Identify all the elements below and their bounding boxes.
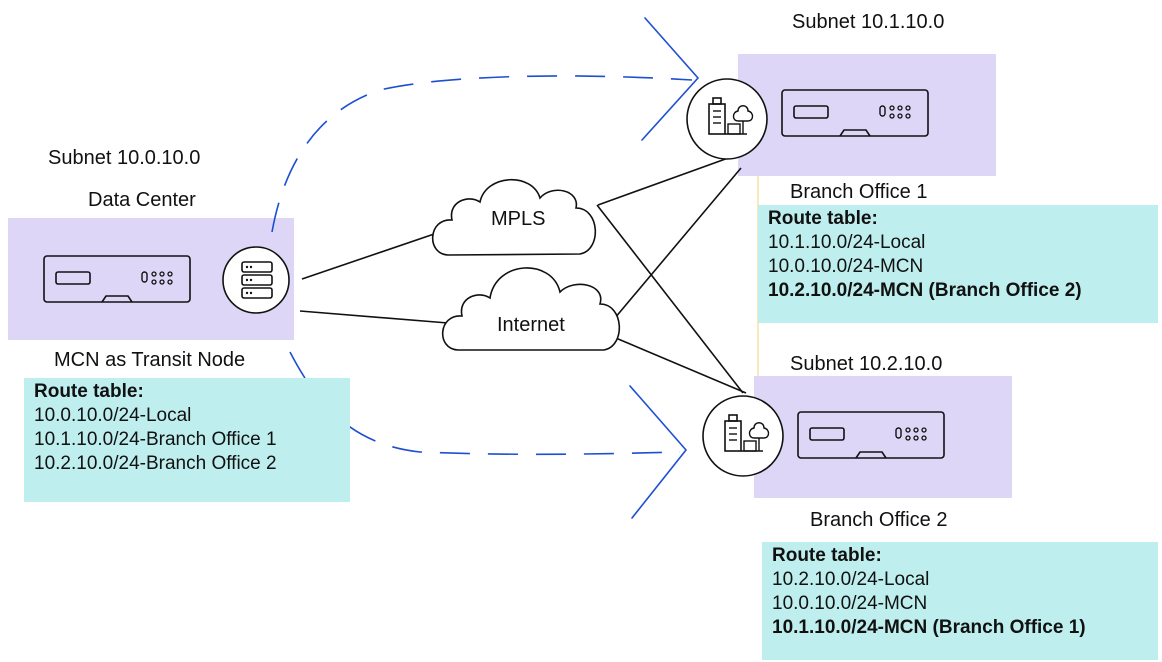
route-table-row: 10.2.10.0/24-MCN (Branch Office 2) xyxy=(768,280,1082,301)
building-icon xyxy=(702,395,784,477)
branch2-route-table: Route table: 10.2.10.0/24-Local 10.0.10.… xyxy=(762,542,1158,660)
route-table-title: Route table: xyxy=(768,208,878,229)
branch2-subnet-label: Subnet 10.2.10.0 xyxy=(790,353,943,375)
route-table-row: 10.1.10.0/24-Local xyxy=(768,232,926,253)
branch2-panel xyxy=(754,376,1012,498)
mpls-cloud xyxy=(431,178,597,256)
datacenter-appliance xyxy=(43,255,191,303)
datacenter-name-label: Data Center xyxy=(88,189,196,211)
branch1-appliance xyxy=(781,89,929,137)
branch1-panel xyxy=(738,54,996,176)
branch1-name-label: Branch Office 1 xyxy=(790,181,928,203)
internet-cloud xyxy=(441,267,621,351)
datacenter-role-label: MCN as Transit Node xyxy=(54,349,246,371)
route-table-row: 10.0.10.0/24-Local xyxy=(34,405,192,426)
arrow-head-branch2 xyxy=(629,385,688,519)
server-icon xyxy=(222,246,290,314)
route-table-row: 10.1.10.0/24-Branch Office 1 xyxy=(34,429,277,450)
datacenter-subnet-label: Subnet 10.0.10.0 xyxy=(48,147,201,169)
building-icon xyxy=(686,78,768,160)
branch1-subnet-label: Subnet 10.1.10.0 xyxy=(792,11,945,33)
route-table-title: Route table: xyxy=(34,381,144,402)
branch2-name-label: Branch Office 2 xyxy=(810,509,948,531)
datacenter-route-table: Route table: 10.0.10.0/24-Local 10.1.10.… xyxy=(24,378,350,502)
route-table-title: Route table: xyxy=(772,545,882,566)
route-table-row: 10.1.10.0/24-MCN (Branch Office 1) xyxy=(772,617,1086,638)
branch2-appliance xyxy=(797,411,945,459)
route-table-row: 10.2.10.0/24-Branch Office 2 xyxy=(34,453,277,474)
branch1-route-table: Route table: 10.1.10.0/24-Local 10.0.10.… xyxy=(758,205,1158,323)
route-table-row: 10.0.10.0/24-MCN xyxy=(772,593,928,614)
mpls-label: MPLS xyxy=(491,208,546,230)
internet-label: Internet xyxy=(497,314,565,336)
route-table-row: 10.2.10.0/24-Local xyxy=(772,569,930,590)
network-links xyxy=(299,156,747,394)
route-table-row: 10.0.10.0/24-MCN xyxy=(768,256,924,277)
arrow-head-branch1 xyxy=(641,17,700,141)
